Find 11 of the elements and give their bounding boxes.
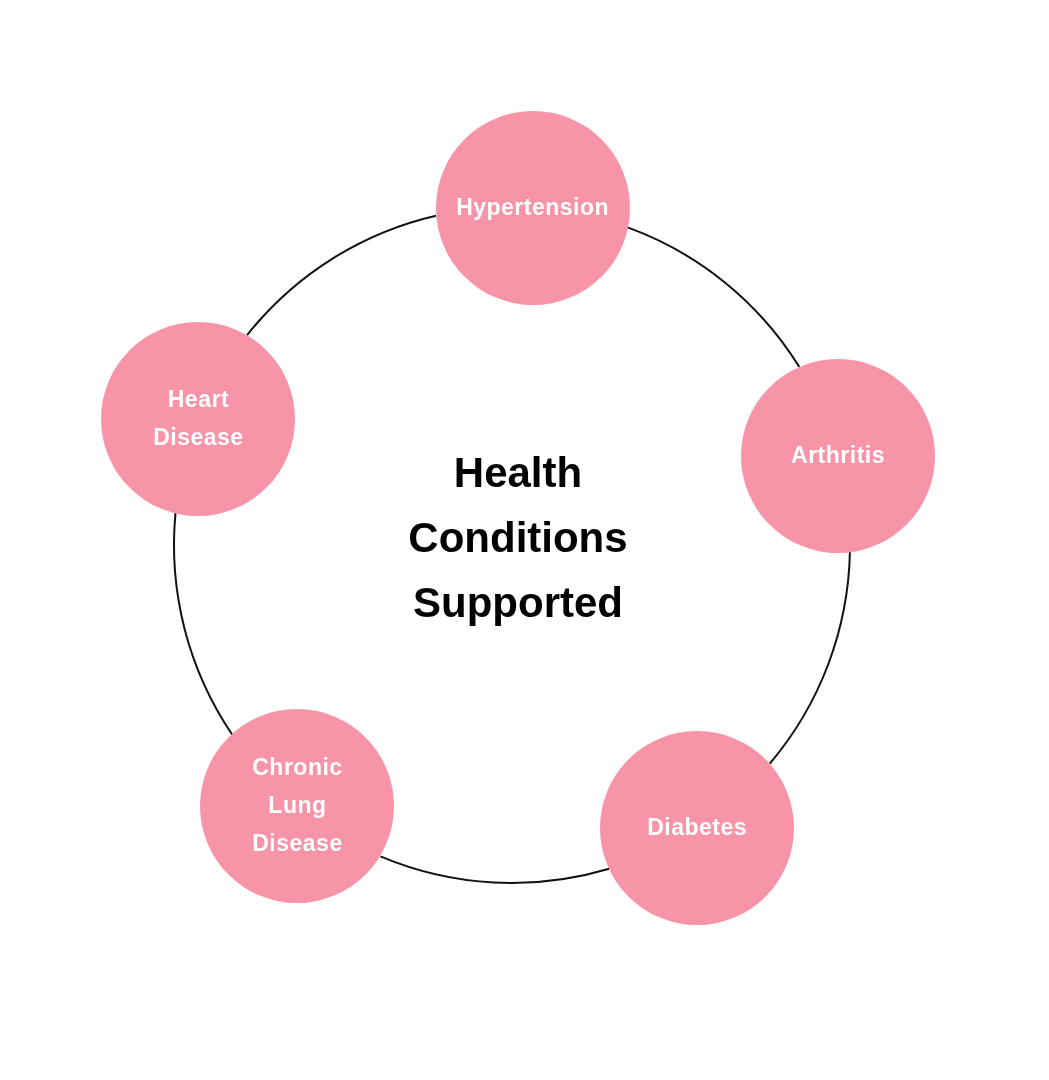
condition-label: Arthritis xyxy=(790,440,886,470)
ring-arc xyxy=(173,512,234,736)
condition-label: Diabetes xyxy=(646,812,748,842)
ring-arc xyxy=(626,226,801,368)
ring-arc xyxy=(768,551,851,765)
condition-label: Hypertension xyxy=(455,192,611,222)
condition-label: Chronic Lung Disease xyxy=(251,753,344,859)
ring-arc xyxy=(379,855,611,884)
ring-arc xyxy=(246,214,437,337)
condition-label: Heart Disease xyxy=(152,385,245,452)
center-title: Health Conditions Supported xyxy=(407,448,629,629)
